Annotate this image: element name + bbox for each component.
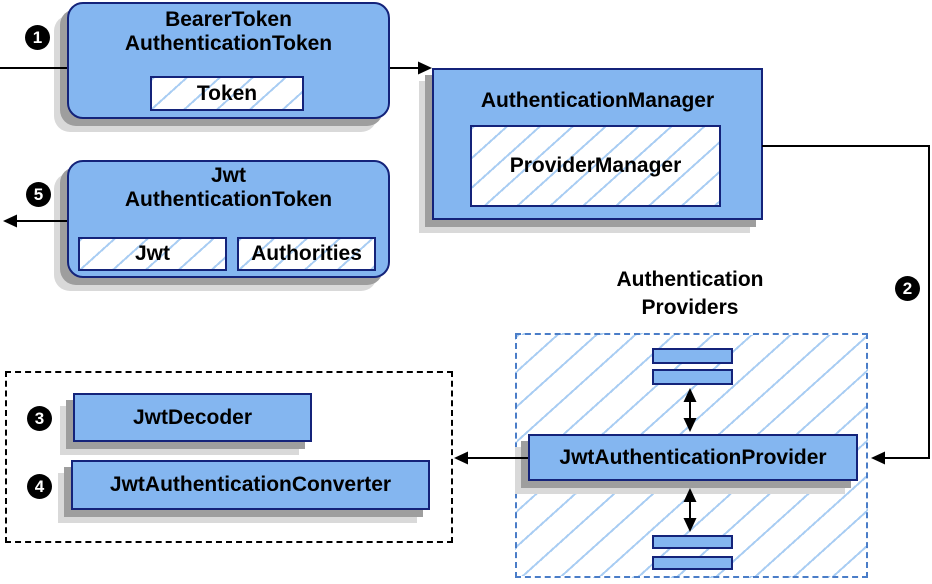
jwt-token-title: Jwt AuthenticationToken xyxy=(67,164,390,212)
authorities-chip-label: Authorities xyxy=(251,242,362,265)
jwt-decoder-label: JwtDecoder xyxy=(132,405,253,429)
provider-stub-bar xyxy=(652,556,733,570)
token-chip: Token xyxy=(150,76,304,111)
token-chip-label: Token xyxy=(196,81,258,105)
bearer-to-manager-arrowhead-icon xyxy=(418,61,432,75)
step-1-badge: 1 xyxy=(25,25,50,50)
bearer-token-title-line2: AuthenticationToken xyxy=(124,32,333,55)
jwt-chip-label: Jwt xyxy=(134,242,170,265)
provider-stub-bar xyxy=(652,535,733,549)
provider-to-converters-arrowhead-icon xyxy=(454,451,468,465)
provider-manager-chip-label: ProviderManager xyxy=(509,154,682,177)
authentication-providers-label-line1: Authentication xyxy=(616,268,764,291)
authorities-chip: Authorities xyxy=(237,237,376,271)
provider-manager-chip: ProviderManager xyxy=(470,125,721,207)
response-out-arrowhead-icon xyxy=(3,214,17,228)
jwt-chip: Jwt xyxy=(78,237,227,271)
authentication-providers-label: Authentication Providers xyxy=(590,266,790,322)
bearer-token-title: BearerToken AuthenticationToken xyxy=(67,8,390,56)
bearer-token-authentication-token-box xyxy=(67,2,390,119)
decoder-converter-group xyxy=(5,371,453,543)
authentication-manager-title: AuthenticationManager xyxy=(480,89,715,112)
jwt-authentication-converter-label: JwtAuthenticationConverter xyxy=(109,473,392,496)
bearer-token-title-line1: BearerToken xyxy=(165,8,292,31)
step-2-badge: 2 xyxy=(895,276,920,301)
jwt-authentication-provider-box: JwtAuthenticationProvider xyxy=(528,434,858,481)
jwt-authentication-provider-label: JwtAuthenticationProvider xyxy=(559,445,827,469)
step-5-badge: 5 xyxy=(26,182,51,207)
manager-to-provider-arrowhead-icon xyxy=(871,451,885,465)
jwt-token-title-line2: AuthenticationToken xyxy=(124,188,333,211)
provider-stub-bar xyxy=(652,348,733,364)
jwt-token-title-line1: Jwt xyxy=(210,164,246,187)
jwt-decoder-box: JwtDecoder xyxy=(73,393,312,442)
provider-stub-bar xyxy=(652,369,733,385)
step-4-badge: 4 xyxy=(27,474,52,499)
jwt-authentication-converter-box: JwtAuthenticationConverter xyxy=(71,460,430,510)
authentication-providers-label-line2: Providers xyxy=(641,296,739,319)
step-3-badge: 3 xyxy=(27,406,52,431)
